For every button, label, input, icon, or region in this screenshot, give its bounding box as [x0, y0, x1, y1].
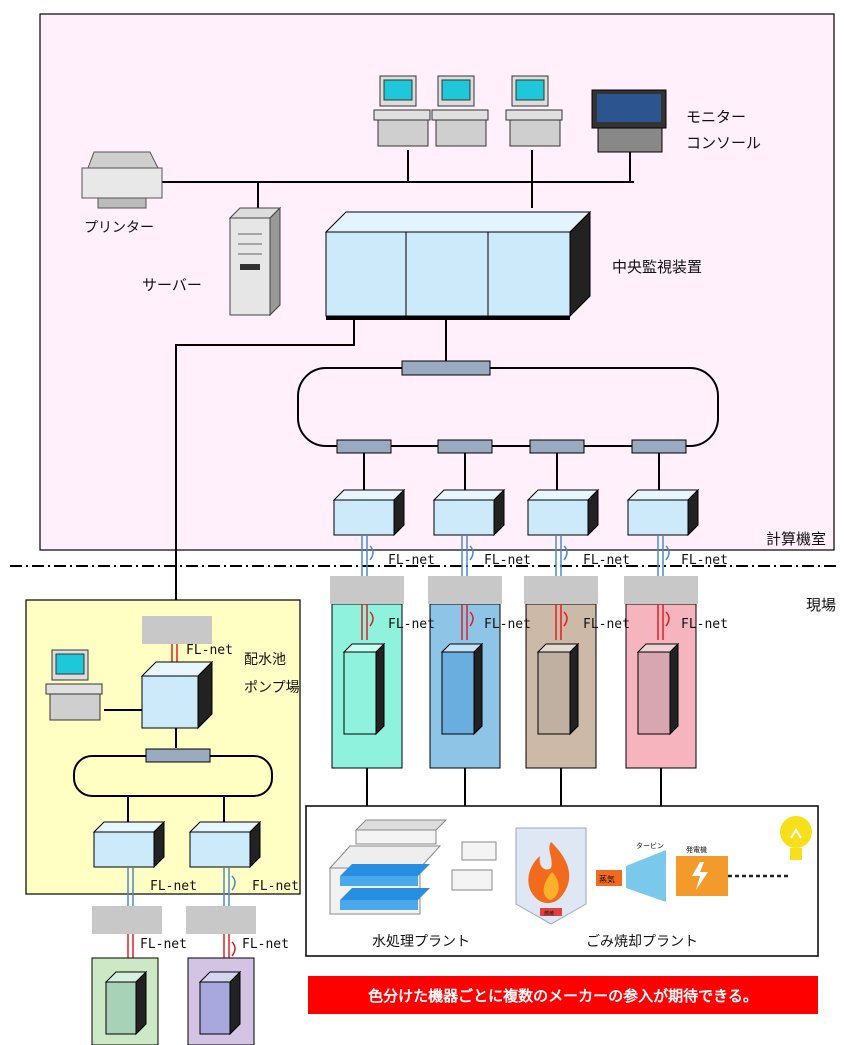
fl-net-label: FL-net [186, 643, 233, 658]
fl-net-label: FL-net [252, 879, 299, 894]
gateway-bar [92, 906, 162, 934]
central-monitoring-unit [324, 210, 592, 320]
network-hub [529, 439, 585, 454]
network-hub [631, 439, 687, 454]
steam-arrow-icon: 蒸気 [596, 870, 622, 886]
network-hub [336, 439, 392, 454]
controller-box [527, 489, 599, 536]
field-cabinet [342, 642, 386, 736]
turbine-icon: タービン [626, 841, 666, 902]
ring-network [297, 367, 719, 447]
printer-icon [81, 151, 163, 209]
fl-net-label: FL-net [583, 617, 630, 632]
fl-net-label: FL-net [388, 617, 435, 632]
gateway-bar [428, 576, 502, 604]
field-cabinet [536, 642, 580, 736]
svg-text:発電機: 発電機 [686, 845, 707, 854]
fl-net-label: FL-net [681, 617, 728, 632]
fl-net-label: FL-net [140, 937, 187, 952]
gateway-bar [624, 576, 698, 604]
server-label: サーバー [142, 276, 202, 294]
summary-banner: 色分けた機器ごとに複数のメーカーの参入が期待できる。 [308, 976, 818, 1014]
network-hub [401, 360, 491, 376]
pump-controller-box [140, 660, 214, 730]
fl-net-label: FL-net [242, 937, 289, 952]
fl-net-label: FL-net [583, 553, 630, 568]
controller-box [627, 489, 699, 536]
field-cabinet [198, 970, 242, 1036]
computer-room-label: 計算機室 [766, 530, 826, 548]
console-label: コンソール [686, 134, 761, 152]
gateway-bar [142, 616, 212, 644]
fl-net-label: FL-net [484, 617, 531, 632]
gateway-bar [330, 576, 404, 604]
controller-box [93, 821, 165, 868]
gateway-bar [186, 906, 256, 934]
water-treatment-icon [328, 819, 497, 915]
field-cabinet [104, 970, 148, 1036]
incinerator-icon: 燃焼 [515, 827, 587, 925]
monitor-label: モニター [686, 108, 746, 126]
monitor-console-icon [591, 89, 667, 153]
pump-station-label: ポンプ場 [244, 680, 300, 696]
generator-icon: 発電機 [676, 845, 728, 896]
printer-label: プリンター [84, 220, 154, 236]
water-plant-label: 水処理プラント [372, 934, 470, 950]
svg-text:蒸気: 蒸気 [599, 874, 615, 884]
incinerator-plant-label: ごみ焼却プラント [586, 934, 698, 950]
fl-net-label: FL-net [150, 879, 197, 894]
controller-box [333, 489, 405, 536]
network-hub [437, 439, 493, 454]
controller-box [189, 821, 261, 868]
central-monitoring-label: 中央監視装置 [612, 258, 702, 276]
gateway-bar [524, 576, 598, 604]
fl-net-label: FL-net [388, 553, 435, 568]
light-bulb-icon [780, 816, 812, 860]
network-hub [145, 748, 211, 763]
server-icon [228, 206, 282, 317]
reservoir-label: 配水池 [244, 652, 286, 668]
field-label: 現場 [806, 596, 836, 614]
field-cabinet [440, 642, 484, 736]
field-cabinet [636, 642, 680, 736]
controller-box [433, 489, 505, 536]
svg-text:タービン: タービン [636, 841, 664, 850]
fl-net-label: FL-net [681, 553, 728, 568]
fl-net-label: FL-net [484, 553, 531, 568]
fire-tag-label: 燃焼 [544, 910, 554, 917]
